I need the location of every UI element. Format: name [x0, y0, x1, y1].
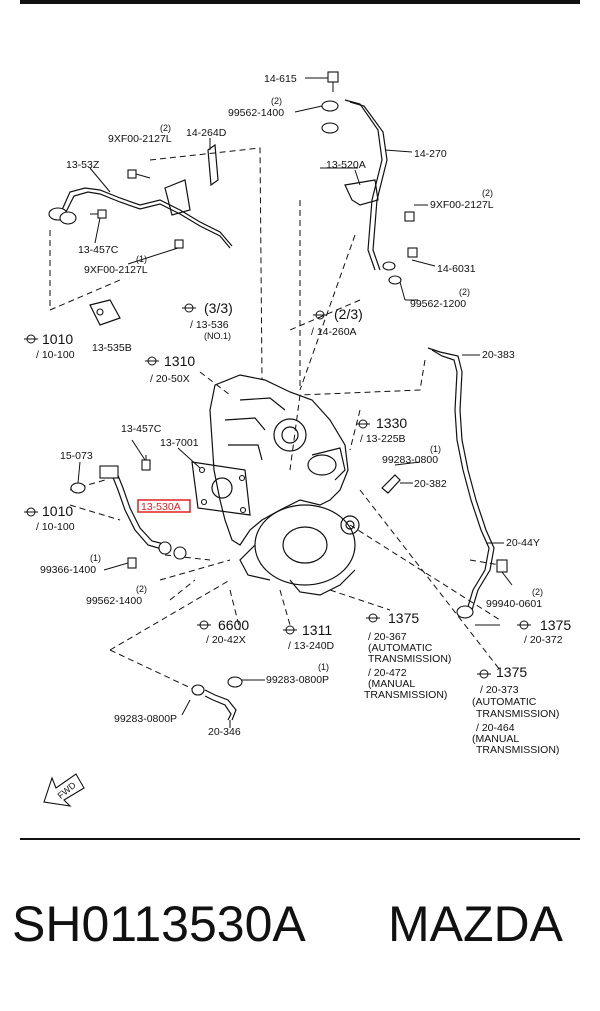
label-automatic: (AUTOMATIC — [472, 696, 537, 708]
label-14-270: 14-270 — [414, 148, 447, 160]
bottom-rule — [20, 838, 580, 840]
label-9xf00-2127l-left: 9XF00-2127L — [108, 133, 172, 145]
label-qty: (1) — [430, 444, 441, 454]
top-rule — [20, 0, 580, 4]
callout-icon — [517, 620, 531, 630]
label-13-225b: / 13-225B — [360, 433, 406, 445]
label-14-260a: / 14-260A — [311, 326, 357, 338]
label-15-073: 15-073 — [60, 450, 93, 462]
label-99562-1400-bottom: 99562-1400 — [86, 595, 142, 607]
brand-name: MAZDA — [388, 896, 563, 952]
label-9xf00-2127l-right: 9XF00-2127L — [430, 199, 494, 211]
label-10-100-top: / 10-100 — [36, 349, 75, 361]
label-20-373: / 20-373 — [480, 684, 519, 696]
parts — [48, 71, 513, 728]
callout-icon — [145, 356, 159, 366]
label-1310: 1310 — [164, 353, 195, 369]
label-20-464: / 20-464 — [476, 722, 515, 734]
label-qty: (1) — [136, 254, 147, 264]
label-transmission: TRANSMISSION) — [476, 708, 559, 720]
label-20-367: / 20-367 — [368, 631, 407, 643]
label-1330: 1330 — [376, 415, 407, 431]
label-1375-c: 1375 — [496, 664, 527, 680]
label-13-535b: 13-535B — [92, 342, 132, 354]
label-transmission: TRANSMISSION) — [476, 744, 559, 756]
callout-icon — [356, 419, 370, 429]
callout-icons — [24, 303, 531, 679]
callout-icon — [366, 613, 380, 623]
label-9xf00-2127l-mid: 9XF00-2127L — [84, 264, 148, 276]
label-20-472: / 20-472 — [368, 667, 407, 679]
label-qty: (1) — [318, 662, 329, 672]
dashed-leaders — [49, 147, 501, 691]
label-qty: (2) — [271, 96, 282, 106]
labels: 14-615 (2) 99562-1400 (2) 9XF00-2127L 14… — [36, 73, 571, 801]
label-99283-0800p-right: 99283-0800P — [266, 674, 329, 686]
label-99366-1400: 99366-1400 — [40, 564, 96, 576]
highlight-box — [137, 499, 191, 513]
callout-icon — [197, 620, 211, 630]
label-20-383: 20-383 — [482, 349, 515, 361]
label-99940-0601: 99940-0601 — [486, 598, 542, 610]
part-number: SH0113530A — [12, 896, 306, 952]
label-1375-b: 1375 — [540, 617, 571, 633]
label-2-3: (2/3) — [334, 306, 363, 322]
label-13-240d: / 13-240D — [288, 640, 335, 652]
callout-icon — [477, 669, 491, 679]
label-qty: (2) — [459, 287, 470, 297]
label-6600: 6600 — [218, 617, 249, 633]
callout-icon — [24, 507, 38, 517]
label-14-6031: 14-6031 — [437, 263, 476, 275]
label-transmission: TRANSMISSION) — [368, 653, 451, 665]
fwd-arrow-icon — [43, 773, 85, 807]
callout-icon — [24, 334, 38, 344]
label-qty: (2) — [482, 188, 493, 198]
label-13-457c-mid: 13-457C — [121, 423, 162, 435]
label-10-100-mid: / 10-100 — [36, 521, 75, 533]
label-20-372: / 20-372 — [524, 634, 563, 646]
label-13-530a: 13-530A — [141, 501, 181, 513]
label-3-3: (3/3) — [204, 300, 233, 316]
label-1375-a: 1375 — [388, 610, 419, 626]
label-99562-1400-top: 99562-1400 — [228, 107, 284, 119]
label-13-457c-top: 13-457C — [78, 244, 119, 256]
label-13-536: / 13-536 — [190, 319, 229, 331]
label-no1: (NO.1) — [204, 331, 231, 341]
label-13-53z: 13-53Z — [66, 159, 100, 171]
label-13-520a: 13-520A — [326, 159, 366, 171]
callout-icon — [313, 310, 327, 320]
label-1010-mid: 1010 — [42, 503, 73, 519]
label-manual: (MANUAL — [472, 733, 519, 745]
label-qty: (1) — [90, 553, 101, 563]
label-qty: (2) — [160, 123, 171, 133]
label-14-264d: 14-264D — [186, 127, 227, 139]
label-qty: (2) — [532, 587, 543, 597]
label-1010-top: 1010 — [42, 331, 73, 347]
label-20-50x: / 20-50X — [150, 373, 190, 385]
label-manual: (MANUAL — [368, 678, 415, 690]
label-13-7001: 13-7001 — [160, 437, 199, 449]
label-transmission: TRANSMISSION) — [364, 689, 447, 701]
label-99283-0800p-left: 99283-0800P — [114, 713, 177, 725]
label-1311: 1311 — [302, 622, 332, 638]
callout-icon — [182, 303, 196, 313]
label-20-382: 20-382 — [414, 478, 447, 490]
label-qty: (2) — [136, 584, 147, 594]
label-20-346: 20-346 — [208, 726, 241, 738]
label-99283-0800: 99283-0800 — [382, 454, 438, 466]
callout-icon — [283, 625, 297, 635]
label-99562-1200: 99562-1200 — [410, 298, 466, 310]
label-20-42x: / 20-42X — [206, 634, 246, 646]
label-automatic: (AUTOMATIC — [368, 642, 433, 654]
label-20-44y: 20-44Y — [506, 537, 540, 549]
label-14-615: 14-615 — [264, 73, 297, 85]
